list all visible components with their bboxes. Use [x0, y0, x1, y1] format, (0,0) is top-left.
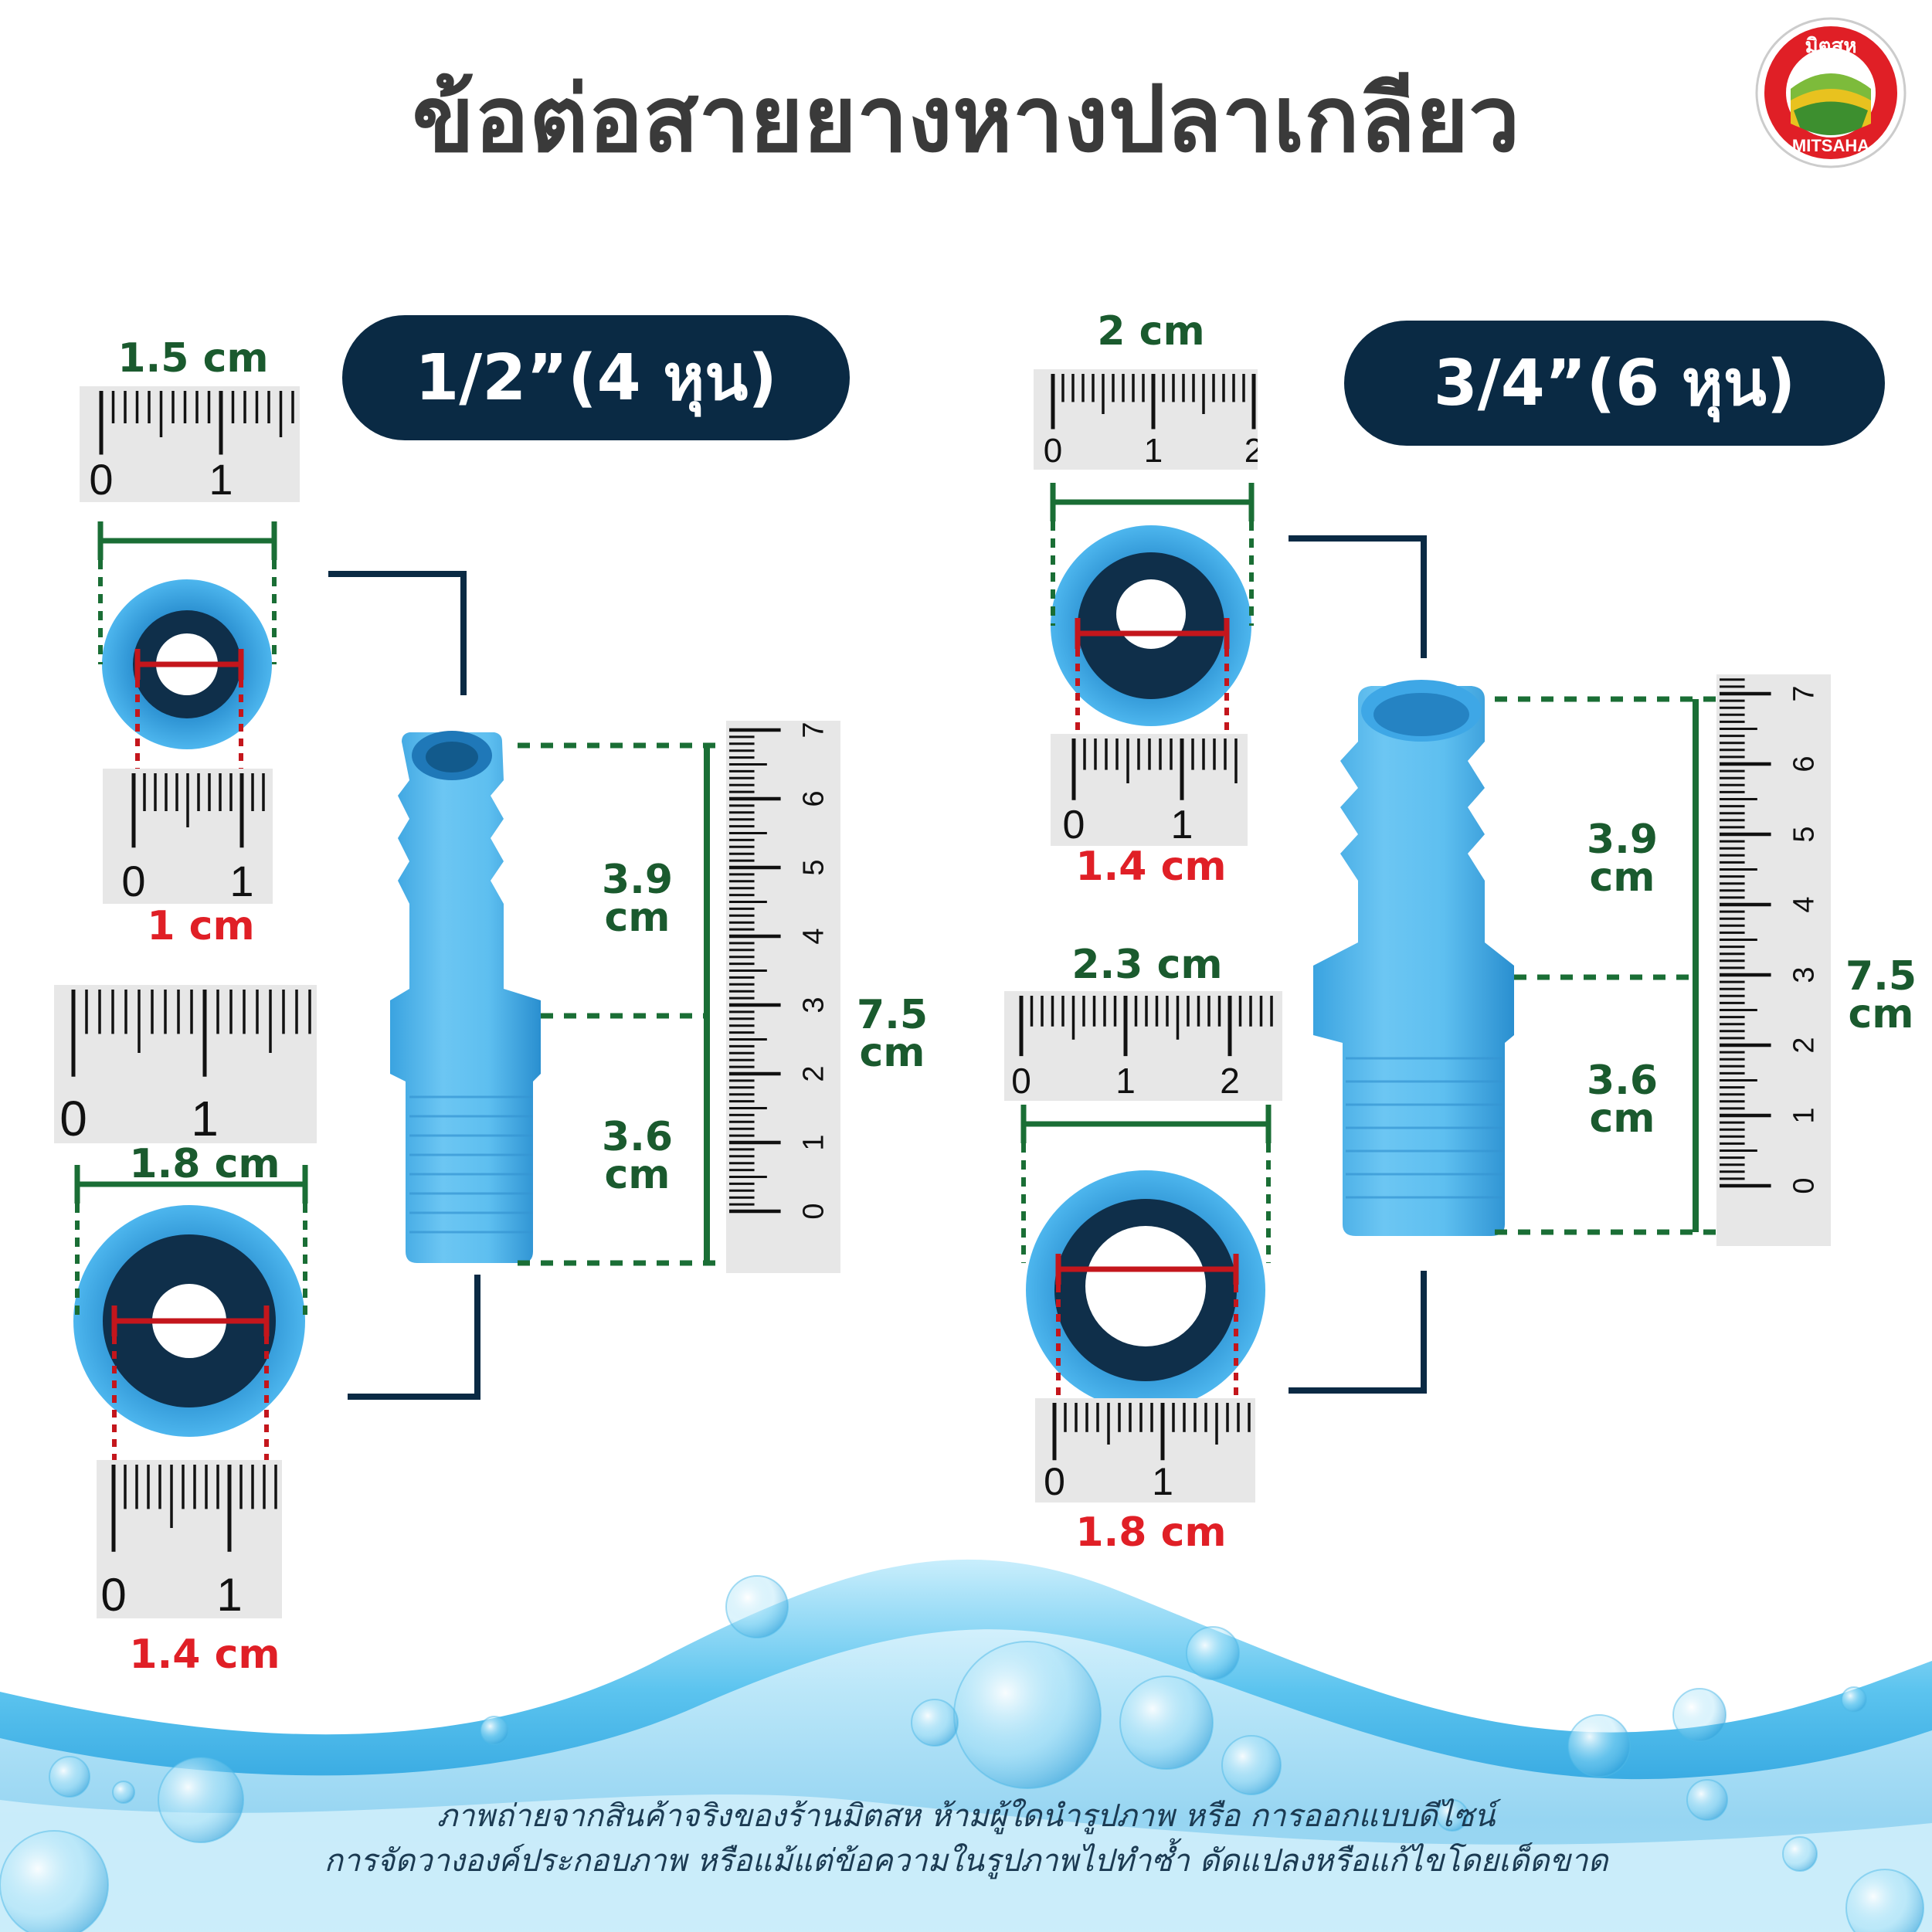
ruler-number: 1 — [1152, 1460, 1173, 1502]
three-quarter-thread-length-label: 3.6 cm — [1586, 1058, 1659, 1143]
bracket-bottom-left — [348, 1275, 480, 1400]
ruler-three-quarter-thread-outer: 0 1 2 — [1004, 991, 1282, 1101]
ruler-number: 2 — [1788, 1037, 1820, 1053]
ruler-number: 1 — [1788, 1107, 1820, 1123]
ruler-three-quarter-barb-outer: 0 1 2 — [1034, 369, 1258, 470]
ruler-number: 2 — [797, 1065, 830, 1081]
three-quarter-thread-outer-label: 2.3 cm — [1071, 942, 1223, 988]
bracket-top-left — [328, 571, 467, 695]
ruler-number: 7 — [1788, 685, 1820, 701]
half-thread-inner-label: 1.4 cm — [129, 1632, 280, 1678]
ruler-number: 0 — [59, 1091, 87, 1143]
footer-line-1: ภาพถ่ายจากสินค้าจริงของร้านมิตสห ห้ามผู้… — [436, 1798, 1496, 1834]
half-thread-length-label: 3.6 cm — [601, 1114, 674, 1199]
logo-bottom-text: MITSAHA — [1792, 136, 1869, 155]
size-label-three-quarter-inch: 3/4”(6 หุน) — [1344, 321, 1885, 446]
ruler-number: 0 — [89, 455, 113, 502]
mitsaha-logo: มิตสห MITSAHA — [1755, 17, 1907, 168]
ruler-number: 6 — [797, 790, 830, 806]
ruler-number: 2 — [1244, 432, 1258, 470]
logo-top-text: มิตสห — [1805, 34, 1856, 57]
three-quarter-barb-outer-label: 2 cm — [1097, 308, 1205, 355]
ruler-number: 5 — [1788, 826, 1820, 842]
ruler-three-quarter-length: 0 1 2 3 4 5 6 7 — [1716, 674, 1831, 1246]
ruler-number: 1 — [191, 1091, 219, 1143]
half-barb-outer-label: 1.5 cm — [117, 335, 269, 382]
ruler-number: 1 — [797, 1134, 830, 1150]
three-quarter-barb-inner-label: 1.4 cm — [1075, 844, 1227, 890]
ruler-number: 3 — [797, 997, 830, 1013]
ruler-number: 1 — [229, 857, 253, 904]
three-quarter-thread-inner-label: 1.8 cm — [1075, 1509, 1227, 1556]
ruler-number: 4 — [797, 928, 830, 944]
ruler-number: 1 — [1171, 803, 1193, 846]
fitting-three-quarter-inch-side-view — [1313, 680, 1514, 1236]
footer-line-2: การจัดวางองค์ประกอบภาพ หรือแม้แต่ข้อความ… — [324, 1843, 1608, 1879]
half-barb-length-label: 3.9 cm — [601, 857, 674, 942]
ruler-number: 0 — [1044, 1460, 1065, 1502]
bracket-bottom-right — [1289, 1271, 1427, 1394]
ruler-number: 1 — [1115, 1061, 1136, 1101]
ruler-number: 6 — [1788, 755, 1820, 772]
ruler-number: 0 — [1788, 1177, 1820, 1193]
ruler-number: 0 — [121, 857, 145, 904]
ruler-number: 2 — [1220, 1061, 1240, 1101]
ruler-number: 0 — [1011, 1061, 1031, 1101]
ruler-number: 0 — [100, 1569, 126, 1618]
page-title: ข้อต่อสายยางหางปลาเกลียว — [412, 66, 1520, 172]
ruler-number: 1 — [216, 1569, 242, 1618]
ruler-number: 1 — [209, 455, 233, 502]
ruler-number: 7 — [797, 722, 830, 738]
half-total-length-label: 7.5 cm — [856, 992, 929, 1077]
ruler-number: 5 — [797, 859, 830, 875]
ruler-number: 3 — [1788, 966, 1820, 983]
bracket-top-right — [1289, 535, 1427, 658]
ruler-number: 0 — [797, 1203, 830, 1219]
ruler-number: 0 — [1063, 803, 1085, 846]
ruler-number: 4 — [1788, 896, 1820, 912]
ruler-number: 0 — [1044, 432, 1062, 470]
fitting-half-inch-side-view — [390, 731, 541, 1263]
ruler-number: 1 — [1144, 432, 1163, 470]
half-thread-outer-label: 1.8 cm — [129, 1141, 280, 1187]
three-quarter-total-length-label: 7.5 cm — [1845, 953, 1917, 1038]
three-quarter-barb-length-label: 3.9 cm — [1586, 817, 1659, 901]
half-barb-inner-label: 1 cm — [147, 903, 255, 949]
ring-three-quarter-barb-end — [1051, 525, 1251, 726]
ring-three-quarter-thread-end — [1026, 1170, 1265, 1410]
ruler-half-length: 0 1 2 3 4 5 6 7 — [726, 721, 840, 1273]
size-label-half-inch: 1/2”(4 หุน) — [342, 315, 850, 440]
